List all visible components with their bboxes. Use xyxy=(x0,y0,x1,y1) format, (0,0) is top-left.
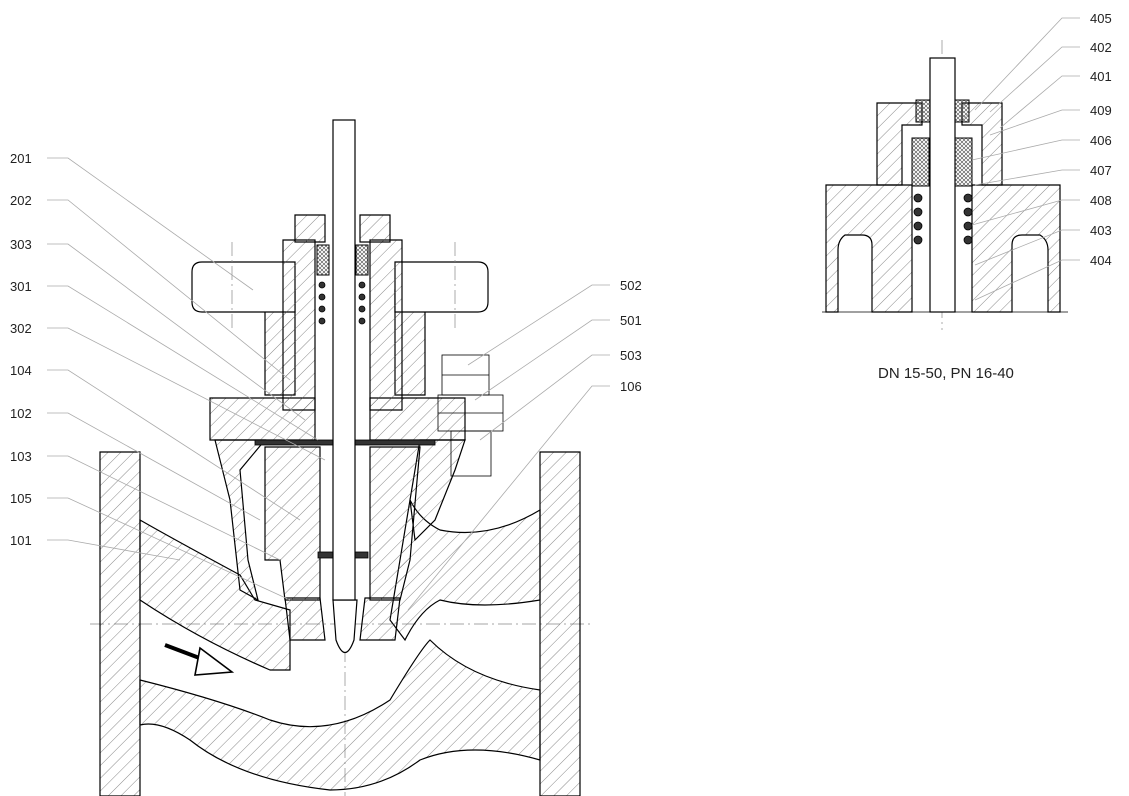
seat-ring-right xyxy=(359,597,401,641)
callout-405: 405 xyxy=(1090,11,1112,26)
leader-lines-right xyxy=(407,284,610,611)
callout-302: 302 xyxy=(10,321,32,336)
gland-nut xyxy=(294,214,326,243)
detail-wiper-right xyxy=(954,99,970,123)
callout-401: 401 xyxy=(1090,69,1112,84)
stuffing-box-housing xyxy=(282,239,316,411)
packing-left xyxy=(316,244,330,276)
detail-stem xyxy=(929,57,956,313)
detail-wiper-left xyxy=(915,99,931,123)
callout-202: 202 xyxy=(10,193,32,208)
detail-packing-left xyxy=(911,137,930,187)
callout-403: 403 xyxy=(1090,223,1112,238)
callout-406: 406 xyxy=(1090,133,1112,148)
stem xyxy=(332,119,356,601)
bolt-shank xyxy=(450,430,492,477)
detail-gland-nut-right xyxy=(961,102,1003,186)
body-upper-left-wall xyxy=(139,518,291,671)
plug xyxy=(332,599,358,654)
packing-right xyxy=(355,244,369,276)
yoke-plate-right xyxy=(394,261,489,313)
cage-right xyxy=(369,446,421,601)
bolt-assembly xyxy=(437,354,504,477)
callout-labels-left: 201 202 303 301 302 104 102 103 105 101 xyxy=(10,151,32,548)
cage-left xyxy=(264,446,321,601)
spring-right xyxy=(358,281,366,325)
callout-201: 201 xyxy=(10,151,32,166)
flow-arrow-icon xyxy=(164,643,235,676)
seat-ring xyxy=(284,597,326,641)
callout-402: 402 xyxy=(1090,40,1112,55)
callout-503: 503 xyxy=(620,348,642,363)
callout-labels-right: 502 501 503 106 xyxy=(620,278,642,394)
detail-section: 405 402 401 409 406 407 408 403 404 DN 1… xyxy=(822,11,1112,382)
callout-502: 502 xyxy=(620,278,642,293)
detail-caption: DN 15-50, PN 16-40 xyxy=(878,365,1014,382)
callout-301: 301 xyxy=(10,279,32,294)
detail-leader-lines xyxy=(971,17,1080,301)
callout-103: 103 xyxy=(10,449,32,464)
callout-106: 106 xyxy=(620,379,642,394)
callout-101: 101 xyxy=(10,533,32,548)
gland-nut-right xyxy=(359,214,391,243)
leader-lines-left xyxy=(47,157,326,601)
callout-501: 501 xyxy=(620,313,642,328)
callout-104: 104 xyxy=(10,363,32,378)
spring-left xyxy=(318,281,326,325)
callout-404: 404 xyxy=(1090,253,1112,268)
callout-407: 407 xyxy=(1090,163,1112,178)
yoke-plate xyxy=(191,261,296,313)
body-upper-right-wall xyxy=(389,498,541,642)
body-left-flange xyxy=(99,451,141,796)
detail-packing-right xyxy=(954,137,973,187)
callout-303: 303 xyxy=(10,237,32,252)
stuffing-box-housing-right xyxy=(369,239,403,411)
detail-spring-left xyxy=(913,193,923,245)
detail-bonnet-left xyxy=(825,184,913,313)
body-right-flange xyxy=(539,451,581,796)
detail-callout-labels: 405 402 401 409 406 407 408 403 404 xyxy=(1090,11,1112,268)
callout-105: 105 xyxy=(10,491,32,506)
detail-spring-right xyxy=(963,193,973,245)
callout-102: 102 xyxy=(10,406,32,421)
callout-408: 408 xyxy=(1090,193,1112,208)
main-section: 201 202 303 301 302 104 102 103 105 101 … xyxy=(10,119,642,796)
callout-409: 409 xyxy=(1090,103,1112,118)
body-lower-wall xyxy=(139,639,541,791)
detail-bonnet-right xyxy=(971,184,1061,313)
